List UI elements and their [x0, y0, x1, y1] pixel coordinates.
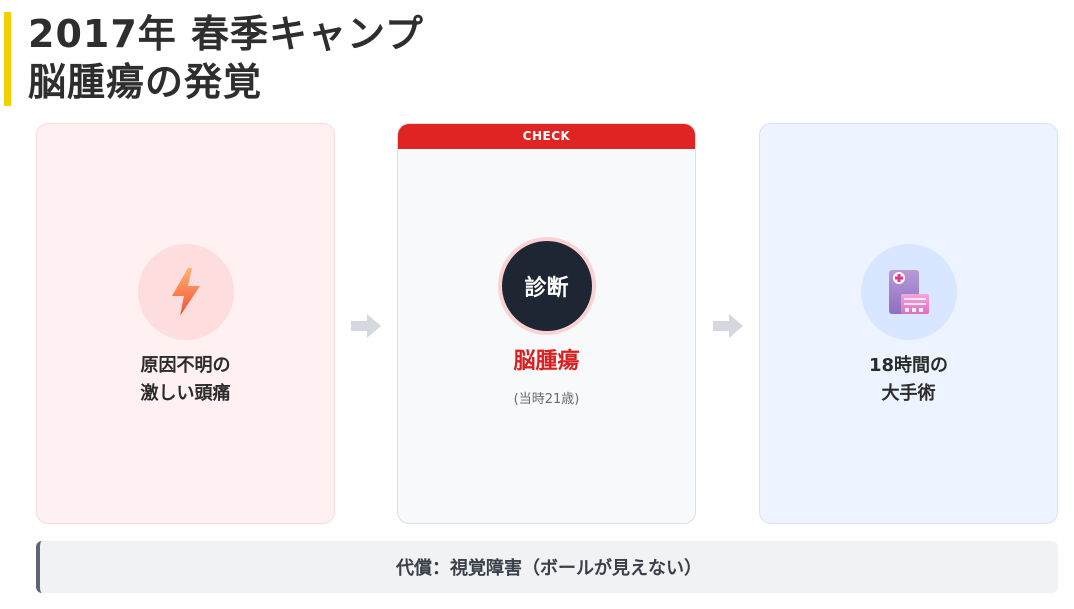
headache-icon-circle: [137, 244, 234, 340]
step-card-surgery: 18時間の 大手術: [759, 123, 1058, 524]
consequence-text: 代償：視覚障害（ボールが見えない）: [396, 558, 702, 579]
check-badge: CHECK: [398, 124, 695, 149]
diagnosis-circle: 診断: [497, 237, 596, 335]
headache-label: 原因不明の 激しい頭痛: [37, 352, 334, 408]
surgery-label-line-1: 18時間の: [868, 355, 949, 376]
step-card-headache: 原因不明の 激しい頭痛: [36, 123, 335, 524]
hospital-icon: [888, 270, 929, 314]
consequence-banner: 代償：視覚障害（ボールが見えない）: [36, 541, 1058, 593]
title-line-2: 脳腫瘍の発覚: [28, 60, 263, 104]
arrow-right-icon: [713, 314, 743, 338]
diagnosis-label: 脳腫瘍: [513, 349, 580, 374]
title-line-1: 2017年 春季キャンプ: [28, 12, 424, 56]
step-card-diagnosis: CHECK 診断 脳腫瘍 (当時21歳): [397, 123, 696, 524]
headache-label-line-1: 原因不明の: [140, 355, 231, 376]
headache-label-line-2: 激しい頭痛: [140, 383, 231, 404]
title-accent-bar: [4, 12, 11, 106]
surgery-icon-circle: [860, 244, 957, 340]
surgery-label-line-2: 大手術: [881, 383, 936, 404]
surgery-label: 18時間の 大手術: [760, 352, 1057, 408]
diagnosis-age-note: (当時21歳): [513, 392, 580, 407]
arrow-right-icon: [351, 314, 381, 338]
lightning-icon: [171, 268, 200, 316]
page-title: 2017年 春季キャンプ 脳腫瘍の発覚: [28, 10, 424, 106]
